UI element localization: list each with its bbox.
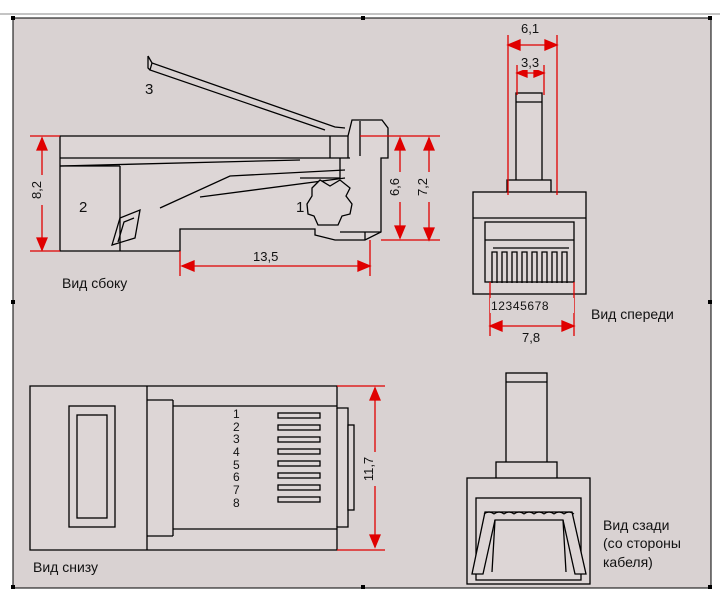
bottom-contacts	[277, 412, 321, 503]
front-contacts	[491, 251, 568, 283]
back-view-label-line3: кабеля)	[603, 554, 653, 570]
bottom-pin-number: 8	[233, 496, 240, 510]
part-1-callout: 1	[296, 199, 305, 216]
back-view-label-line2: (со стороны	[603, 535, 681, 551]
back-wave	[483, 511, 575, 515]
bottom-pin-number: 2	[233, 420, 240, 434]
dim-11-7-bg	[362, 452, 376, 486]
bottom-pin-number: 3	[233, 432, 240, 446]
dim-8-2-bg	[30, 175, 44, 205]
bottom-view-label: Вид снизу	[33, 559, 99, 575]
dim-3-3: 3,3	[521, 55, 540, 70]
bottom-pin-number: 6	[233, 470, 240, 484]
front-view-label: Вид спереди	[591, 306, 674, 322]
dim-3-3-bg	[520, 56, 542, 70]
dim-7-2: 7,2	[415, 177, 430, 197]
dim-7-8: 7,8	[522, 330, 541, 345]
bottom-pin-number: 1	[233, 407, 240, 421]
side-view	[59, 55, 389, 252]
pin-numbers-front: 12345678	[491, 299, 550, 313]
part-2-callout: 2	[79, 199, 88, 216]
bottom-pin-number: 7	[233, 483, 240, 497]
dim-6-6: 6,6	[387, 177, 402, 197]
plug-body	[59, 119, 389, 252]
dim-7-2-bg	[416, 172, 430, 202]
side-view-label: Вид сбоку	[62, 275, 128, 291]
bottom-view	[29, 385, 355, 551]
back-view-label-line1: Вид сзади	[603, 517, 670, 533]
bottom-pin-number: 4	[233, 445, 240, 459]
dim-6-6-bg	[388, 172, 402, 202]
part-3-callout: 3	[145, 81, 154, 98]
pins-front-bg	[490, 298, 574, 313]
bottom-pin-number: 5	[233, 458, 240, 472]
dim-13-5: 13,5	[253, 249, 279, 264]
dim-6-1: 6,1	[521, 21, 540, 36]
frame-handles	[11, 16, 712, 589]
dim-11-7: 11,7	[361, 456, 376, 482]
dim-8-2: 8,2	[29, 180, 44, 200]
bottom-dimensions	[337, 385, 385, 551]
